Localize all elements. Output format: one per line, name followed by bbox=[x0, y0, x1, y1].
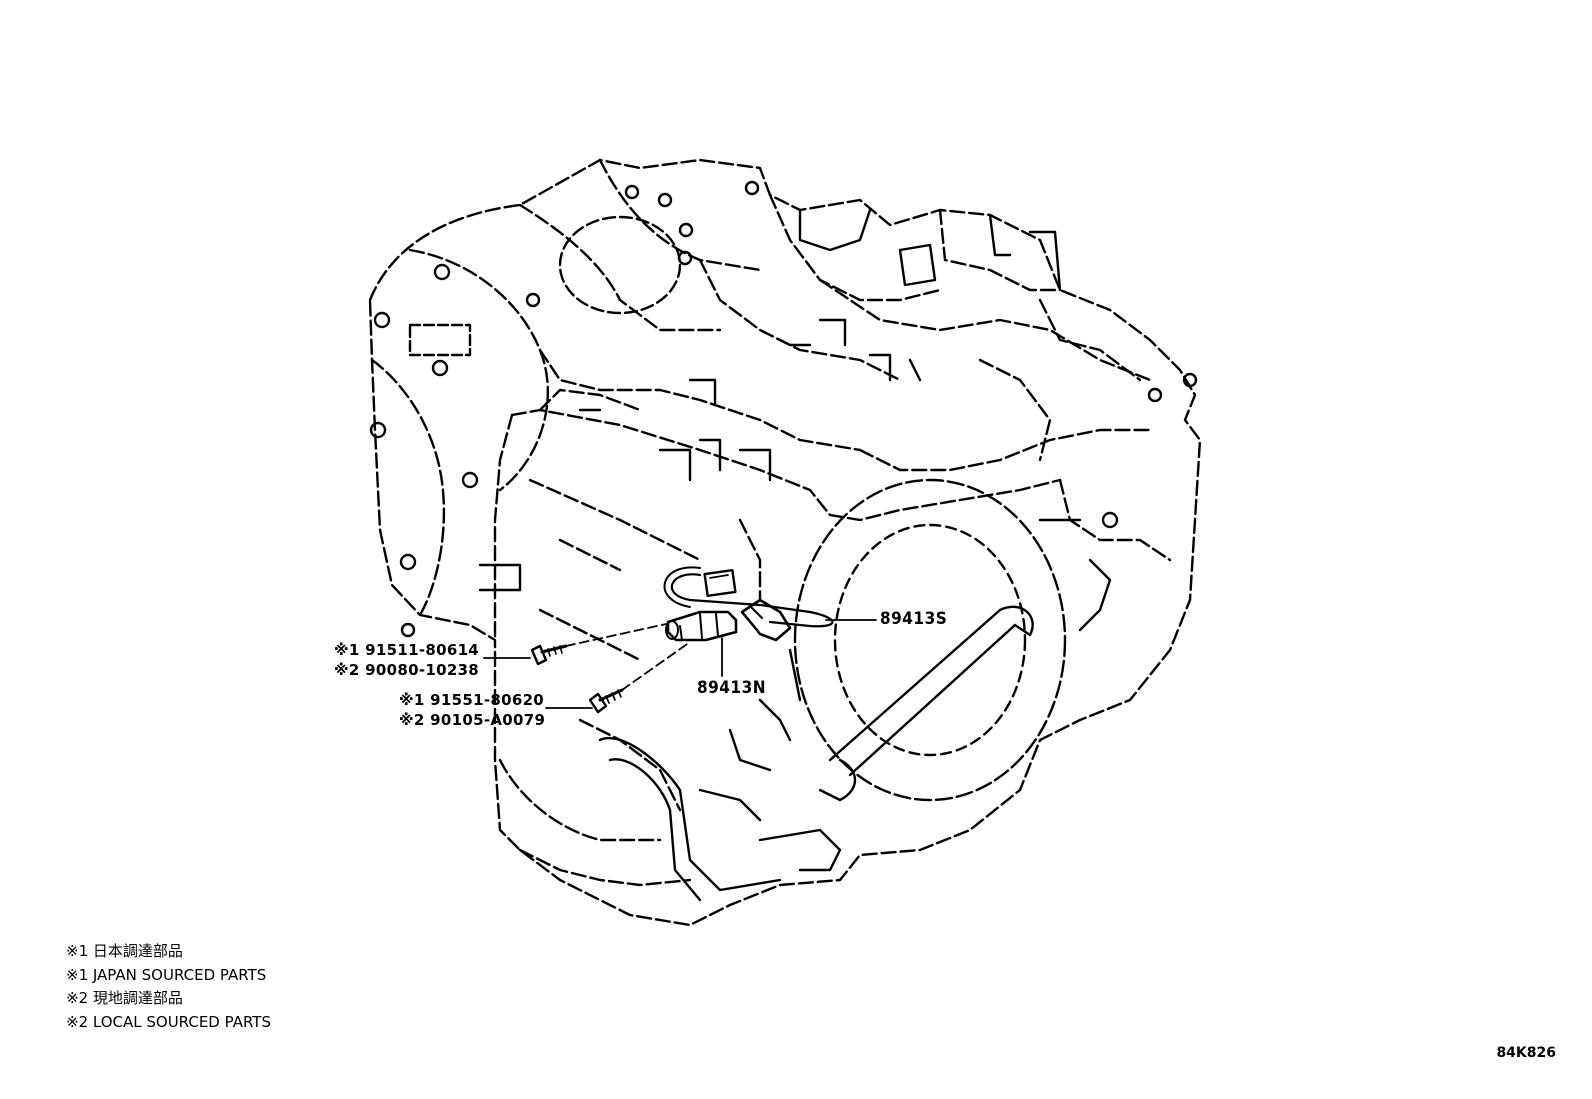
installation-leaders bbox=[565, 623, 691, 691]
bolt-a-icon bbox=[530, 644, 568, 666]
bolt-b-local-part-number[interactable]: ※2 90105-A0079 bbox=[399, 711, 546, 729]
legend-line: ※1 日本調達部品 bbox=[66, 942, 183, 960]
bolt-b-japan-part-number[interactable]: ※1 91551-80620 bbox=[399, 691, 545, 709]
part-number-89413N[interactable]: 89413N bbox=[697, 678, 767, 698]
legend-line: ※2 現地調達部品 bbox=[66, 989, 183, 1007]
bolt-b-icon bbox=[588, 688, 624, 714]
illustration-code: 84K826 bbox=[1496, 1045, 1556, 1061]
legend-line: ※1 JAPAN SOURCED PARTS bbox=[66, 965, 267, 984]
sourcing-legend: ※1 日本調達部品 ※1 JAPAN SOURCED PARTS ※2 現地調達… bbox=[66, 940, 271, 1034]
bolt-a-local-part-number[interactable]: ※2 90080-10238 bbox=[334, 661, 480, 679]
housing-details bbox=[369, 180, 1198, 902]
speed-sensor-89413N[interactable] bbox=[665, 610, 738, 642]
speed-sensor-89413S[interactable] bbox=[663, 566, 834, 642]
bolt-a-japan-part-number[interactable]: ※1 91511-80614 bbox=[334, 641, 480, 659]
callout-leaders bbox=[483, 619, 877, 709]
transaxle-housing bbox=[368, 158, 1202, 927]
legend-line: ※2 LOCAL SOURCED PARTS bbox=[66, 1012, 271, 1031]
part-number-89413S[interactable]: 89413S bbox=[880, 609, 948, 629]
